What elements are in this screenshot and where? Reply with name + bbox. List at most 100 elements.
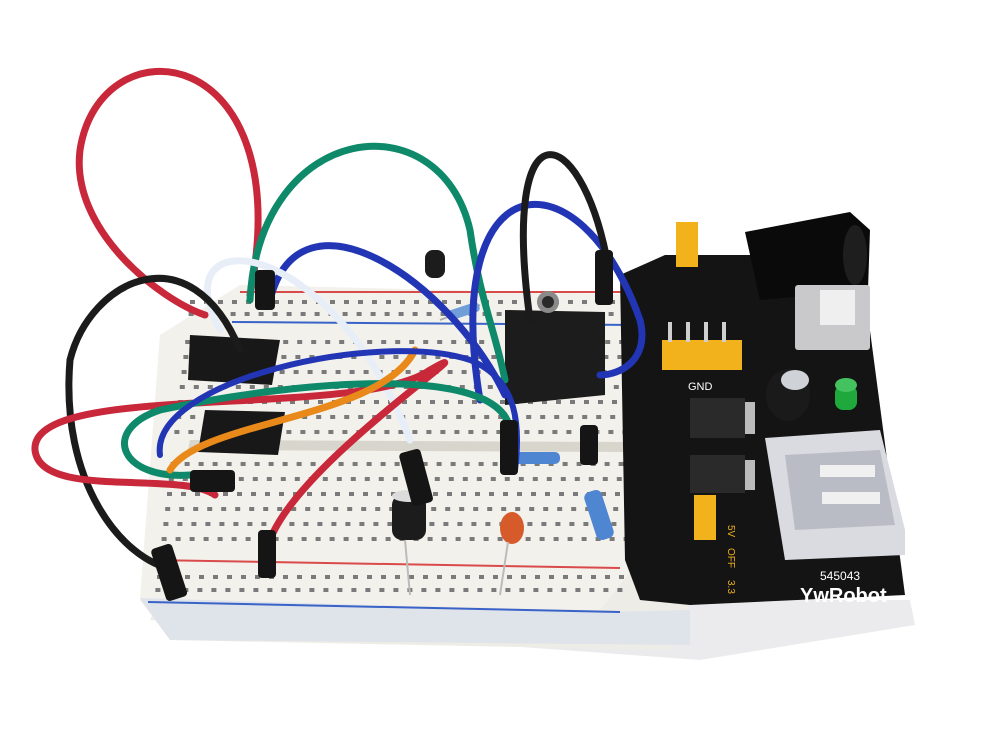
breadboard-hole (342, 312, 348, 316)
breadboard-hole (603, 355, 609, 359)
breadboard-hole (512, 300, 517, 304)
breadboard-hole (249, 507, 255, 511)
breadboard-hole (454, 430, 460, 434)
breadboard-hole (330, 415, 336, 419)
breadboard-hole (244, 312, 250, 316)
breadboard-hole (363, 370, 369, 374)
breadboard-hole (617, 588, 623, 592)
breadboard-hole (414, 415, 420, 419)
breadboard-hole (464, 462, 470, 466)
breadboard-hole (490, 477, 496, 481)
breadboard-hole (372, 300, 377, 304)
breadboard-hole (195, 492, 200, 496)
breadboard-hole (286, 312, 292, 316)
breadboard-hole (567, 537, 573, 541)
breadboard-hole (335, 492, 340, 496)
breadboard-hole (205, 522, 211, 526)
breadboard-hole (398, 312, 404, 316)
v5-label: 5V (725, 525, 736, 538)
breadboard-hole (560, 477, 566, 481)
breadboard-hole (384, 312, 390, 316)
breadboard-hole (381, 575, 386, 579)
breadboard-hole (608, 430, 614, 434)
gnd-label: GND (688, 381, 713, 393)
breadboard-hole (582, 300, 587, 304)
breadboard-hole (343, 537, 349, 541)
breadboard-hole (258, 312, 264, 316)
breadboard-hole (450, 462, 456, 466)
breadboard-hole (526, 415, 532, 419)
breadboard-hole (181, 492, 186, 496)
breadboard-hole (421, 588, 427, 592)
breadboard-hole (451, 340, 457, 344)
breadboard-hole (353, 575, 358, 579)
breadboard-hole (613, 507, 619, 511)
breadboard-hole (344, 415, 350, 419)
breadboard-hole (532, 477, 538, 481)
power-rail-blue-bottom (147, 601, 621, 613)
breadboard-hole (405, 370, 411, 374)
breadboard-hole (167, 492, 172, 496)
breadboard-hole (484, 415, 490, 419)
breadboard-hole (365, 588, 371, 592)
breadboard-hole (241, 575, 246, 579)
breadboard-hole (618, 462, 624, 466)
breadboard-hole (300, 312, 306, 316)
breadboard-hole (423, 575, 428, 579)
breadboard-hole (487, 507, 493, 511)
breadboard-hole (428, 300, 433, 304)
breadboard-hole (588, 477, 594, 481)
breadboard-hole (181, 370, 187, 374)
breadboard-hole (569, 522, 575, 526)
breadboard-hole (533, 588, 539, 592)
breadboard-hole (465, 340, 471, 344)
breadboard-hole (556, 400, 561, 404)
breadboard-hole (318, 400, 323, 404)
breadboard-hole (491, 588, 497, 592)
dc-barrel-jack (745, 212, 870, 300)
breadboard-hole (377, 492, 382, 496)
breadboard-hole (582, 415, 588, 419)
breadboard-hole (461, 370, 467, 374)
breadboard-hole (190, 415, 196, 419)
breadboard-hole (553, 537, 559, 541)
breadboard-hole (363, 492, 368, 496)
breadboard-hole (316, 415, 322, 419)
breadboard-hole (412, 430, 418, 434)
breadboard-hole (421, 355, 427, 359)
breadboard-hole (529, 507, 535, 511)
breadboard-hole (507, 575, 512, 579)
breadboard-hole (325, 575, 330, 579)
breadboard-hole (371, 537, 377, 541)
breadboard-hole (302, 415, 308, 419)
breadboard-hole (595, 537, 601, 541)
breadboard-hole (568, 300, 573, 304)
breadboard-hole (389, 507, 395, 511)
breadboard-hole (266, 477, 272, 481)
breadboard-hole (426, 430, 432, 434)
breadboard-hole (465, 575, 470, 579)
breadboard-hole (190, 300, 195, 304)
breadboard-hole (373, 522, 379, 526)
breadboard-hole (601, 492, 606, 496)
breadboard-hole (610, 415, 616, 419)
breadboard-hole (428, 415, 434, 419)
voltage-regulator-top (690, 398, 745, 438)
breadboard-hole (437, 575, 442, 579)
breadboard-hole (459, 385, 465, 389)
breadboard-hole (272, 312, 278, 316)
breadboard-hole (331, 522, 337, 526)
breadboard-hole (577, 575, 582, 579)
breadboard-hole (300, 430, 306, 434)
breadboard-hole (226, 462, 232, 466)
breadboard-hole (443, 522, 449, 526)
breadboard-hole (608, 312, 614, 316)
breadboard-hole (501, 507, 507, 511)
ceramic-capacitor (499, 512, 524, 596)
breadboard-hole (289, 522, 295, 526)
breadboard-hole (498, 300, 503, 304)
breadboard-hole (483, 537, 489, 541)
breadboard-hole (414, 300, 419, 304)
breadboard-hole (386, 415, 392, 419)
